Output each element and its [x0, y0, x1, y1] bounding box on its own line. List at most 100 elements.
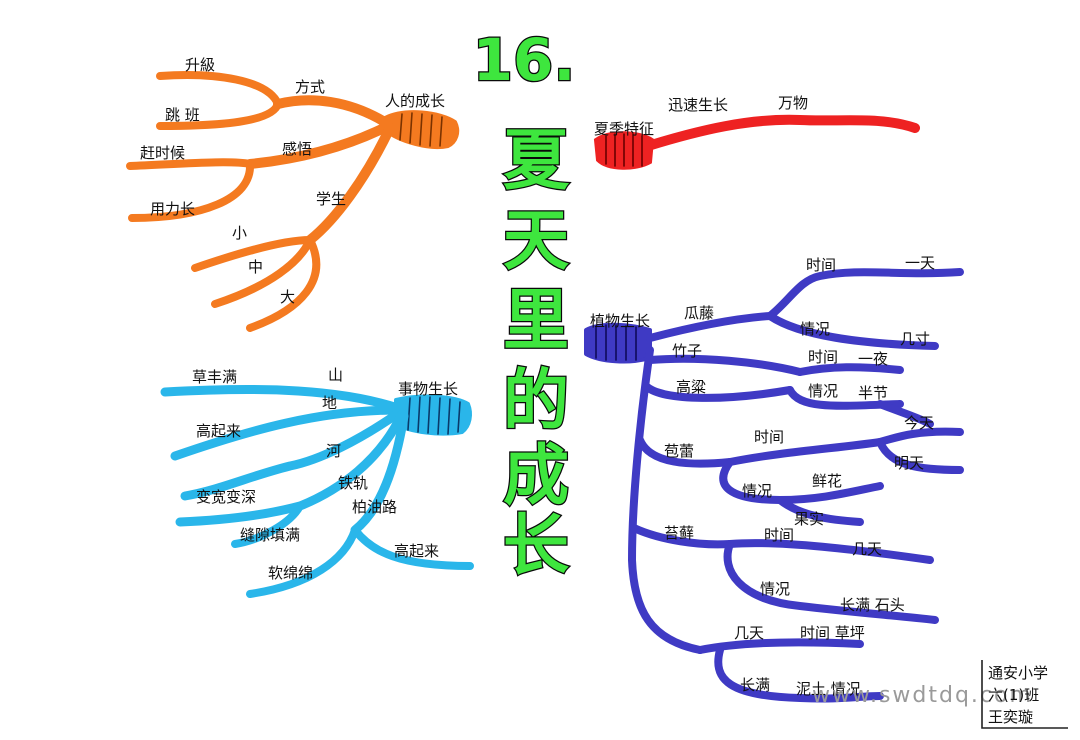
summer-root-rings [605, 133, 643, 167]
plants-link-jin [876, 400, 934, 428]
things-link-baiyoulu [350, 411, 409, 535]
plants-link-guateng [646, 312, 774, 342]
people-link-xiao [191, 236, 314, 272]
plants-link-gaoliang [642, 382, 794, 402]
people-link-da [246, 236, 321, 332]
things-label-biankuan: 变宽变深 [196, 488, 256, 506]
plants-label-yiye: 一夜 [858, 350, 888, 368]
things-label-quexi: 缝隙填满 [240, 526, 300, 544]
plants-label-qingkuang-4: 情况 [760, 580, 790, 598]
branch-things [160, 385, 474, 598]
plants-link-jitian [696, 638, 864, 654]
things-link-he [180, 407, 405, 501]
things-link-quexi [231, 502, 304, 548]
plants-label-shijian-caoping: 时间 草坪 [800, 624, 865, 642]
plants-link-taixian-shijian [726, 539, 934, 564]
plants-label-guoshi: 果实 [794, 510, 824, 528]
things-link-ruanmianmian [246, 526, 359, 598]
things-label-caofengman: 草丰满 [192, 368, 237, 386]
things-label-ruanmianmian: 软绵绵 [268, 564, 313, 582]
people-label-yonglizhang: 用力长 [150, 200, 195, 218]
plants-label-qingkuang-1: 情况 [800, 320, 830, 338]
title-number: 16. [473, 26, 576, 94]
title-char-4: 的 [503, 362, 569, 439]
plants-link-taixian [630, 524, 734, 549]
plants-label-shijian-3: 时间 [754, 428, 784, 446]
people-link-yonglizhang [128, 160, 255, 222]
signature-school: 通安小学 [988, 664, 1048, 682]
plants-label-qingkuang-3: 情况 [742, 482, 772, 500]
things-link-shan [160, 385, 403, 413]
plants-label-jitian-1: 几天 [852, 540, 882, 558]
people-label-ganwu: 感悟 [282, 140, 312, 158]
plants-label-jintian: 今天 [904, 414, 934, 432]
plants-label-yitian: 一天 [905, 254, 935, 272]
plants-label-jicun: 几寸 [900, 330, 930, 348]
plants-label-guateng: 瓜藤 [684, 304, 714, 322]
people-link-zhong [211, 236, 314, 308]
people-link-xuesheng [305, 123, 395, 245]
people-label-da: 大 [280, 288, 295, 306]
people-link-shengji [156, 71, 282, 108]
things-label-baiyoulu: 柏油路 [352, 498, 397, 516]
people-root-label: 人的成长 [385, 92, 445, 110]
plants-link-guateng-qingkuang [766, 312, 939, 350]
people-labels: 人的成长 方式 升級 跳 班 感悟 赶时候 用力长 学生 小 中 大 [140, 56, 445, 306]
title-char-5: 成 [503, 437, 569, 514]
plants-link-guateng-shijian [766, 268, 964, 320]
people-label-xuesheng: 学生 [316, 190, 346, 208]
people-root-rings [399, 112, 443, 147]
plants-link-guoshi [776, 496, 864, 526]
plants-link-taixian-qingkuang [723, 540, 939, 624]
people-label-xiao: 小 [232, 224, 247, 242]
signature-box-border [981, 660, 1068, 729]
branch-plants [584, 268, 964, 703]
things-root-rings [407, 396, 461, 435]
plants-label-nitu-qingkuang: 泥土 情况 [796, 680, 861, 698]
plants-label-jitian-2: 几天 [734, 624, 764, 642]
plants-root-rings [595, 324, 637, 361]
people-label-zhong: 中 [248, 258, 263, 276]
plants-trunk [628, 346, 704, 654]
plants-label-shijian-4: 时间 [764, 526, 794, 544]
title-char-6: 长 [503, 507, 569, 584]
people-link-ganwu [245, 121, 393, 169]
signature-name: 王奕璇 [988, 708, 1033, 726]
title-char-3: 里 [503, 282, 569, 359]
people-label-tiaoban: 跳 班 [165, 106, 200, 124]
plants-labels: 植物生长 瓜藤 时间 一天 情况 几寸 竹子 时间 一夜 高粱 情况 半节 苞蕾… [590, 254, 935, 698]
plants-label-mingtian: 明天 [894, 454, 924, 472]
plants-link-zhuzi [646, 354, 804, 376]
title-char-2: 天 [503, 202, 569, 279]
plants-link-baolei-shijian [726, 427, 964, 466]
things-label-shan: 山 [328, 366, 343, 384]
title-char-1: 夏 [503, 122, 570, 199]
plants-label-banjie: 半节 [858, 384, 888, 402]
plants-label-zhangman-shitou: 长满 石头 [840, 596, 905, 614]
people-link-tiaoban [156, 100, 282, 130]
things-root-label: 事物生长 [398, 380, 458, 398]
signature-class: 六(1)班 [988, 686, 1039, 704]
things-label-gaoqilai-2: 高起来 [394, 542, 439, 560]
summer-label-wanwu: 万物 [778, 94, 808, 112]
plants-label-baolei: 苞蕾 [664, 442, 694, 460]
things-label-gaoqilai: 高起来 [196, 422, 241, 440]
things-label-di: 地 [322, 394, 337, 412]
branch-people [126, 71, 460, 332]
people-label-fangshi: 方式 [295, 78, 325, 96]
people-label-ganshihou: 赶时候 [140, 144, 185, 162]
title: 16. 夏 天 里 的 成 长 [471, 25, 576, 586]
summer-link [643, 114, 920, 151]
plants-label-zhuzi: 竹子 [672, 342, 702, 360]
things-label-tiegui: 铁轨 [338, 474, 368, 492]
plants-link-zhuzi-end [796, 363, 904, 376]
plants-label-shijian-1: 时间 [806, 256, 836, 274]
signature-box: 通安小学 六(1)班 王奕璇 [981, 660, 1068, 729]
things-link-gaoqilai-2 [351, 526, 474, 570]
plants-link-baolei-mingtian [876, 438, 964, 474]
summer-labels: 夏季特征 迅速生长 万物 [594, 94, 808, 138]
plants-root-label: 植物生长 [590, 312, 650, 330]
people-link-fangshi [273, 95, 393, 129]
people-link-ganshihou [126, 158, 254, 170]
